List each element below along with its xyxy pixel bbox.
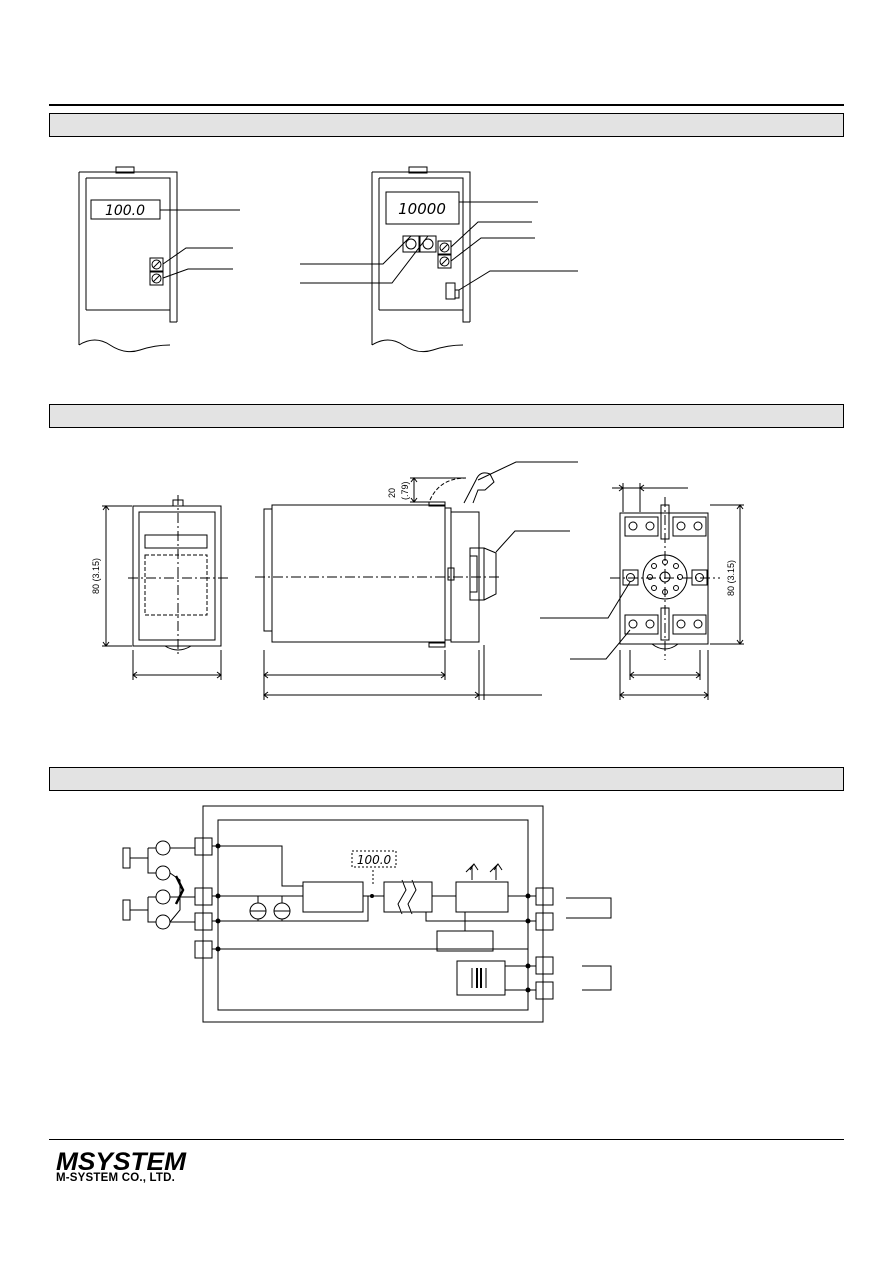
housing-inner bbox=[217, 819, 529, 1011]
housing-outer bbox=[202, 805, 544, 1023]
output-sub-block bbox=[436, 930, 494, 952]
lcd-reading-basic: 100.0 bbox=[105, 203, 145, 219]
dimension-height-front: 80 (3.15) bbox=[91, 558, 101, 594]
lcd-display-option bbox=[385, 191, 460, 225]
dimension-depth-upper: 20 bbox=[387, 488, 397, 498]
front-view-figure: 100.0 10000 bbox=[78, 166, 578, 353]
dimensions-figure: 80 (3.15) 20 (.79) bbox=[91, 461, 744, 700]
company-name: M-SYSTEM CO., LTD. bbox=[56, 1172, 176, 1184]
power-supply-block bbox=[456, 960, 506, 996]
msystem-logo: MSYSTEM bbox=[56, 1148, 187, 1174]
bottom-rule bbox=[49, 1139, 844, 1140]
top-rule bbox=[49, 104, 844, 106]
section-bar-block-diagram bbox=[49, 767, 844, 791]
amplifier-block bbox=[302, 881, 364, 913]
section-bar-dimensions bbox=[49, 404, 844, 428]
output-block bbox=[455, 881, 509, 913]
lcd-reading-option: 10000 bbox=[398, 200, 446, 218]
lcd-reading-diagram: 100.0 bbox=[357, 853, 392, 867]
dimension-front-view bbox=[102, 495, 229, 680]
block-diagram-figure: 100.0 bbox=[122, 805, 612, 1023]
dimension-depth-upper-inch: (.79) bbox=[400, 481, 410, 500]
lcd-display-diagram bbox=[351, 850, 397, 868]
trimmer-zero bbox=[149, 257, 164, 272]
unit-front-basic: 100.0 bbox=[78, 166, 240, 353]
dimension-side-view bbox=[255, 461, 578, 700]
dimension-base-view bbox=[540, 483, 744, 700]
unit-front-option: 10000 bbox=[300, 166, 578, 353]
logo-wordmark: MSYSTEM bbox=[56, 1148, 187, 1174]
trimmer-span bbox=[149, 271, 164, 286]
section-bar-front-view bbox=[49, 113, 844, 137]
dimension-height-base: 80 (3.15) bbox=[726, 560, 736, 596]
isolation-block bbox=[383, 881, 433, 913]
